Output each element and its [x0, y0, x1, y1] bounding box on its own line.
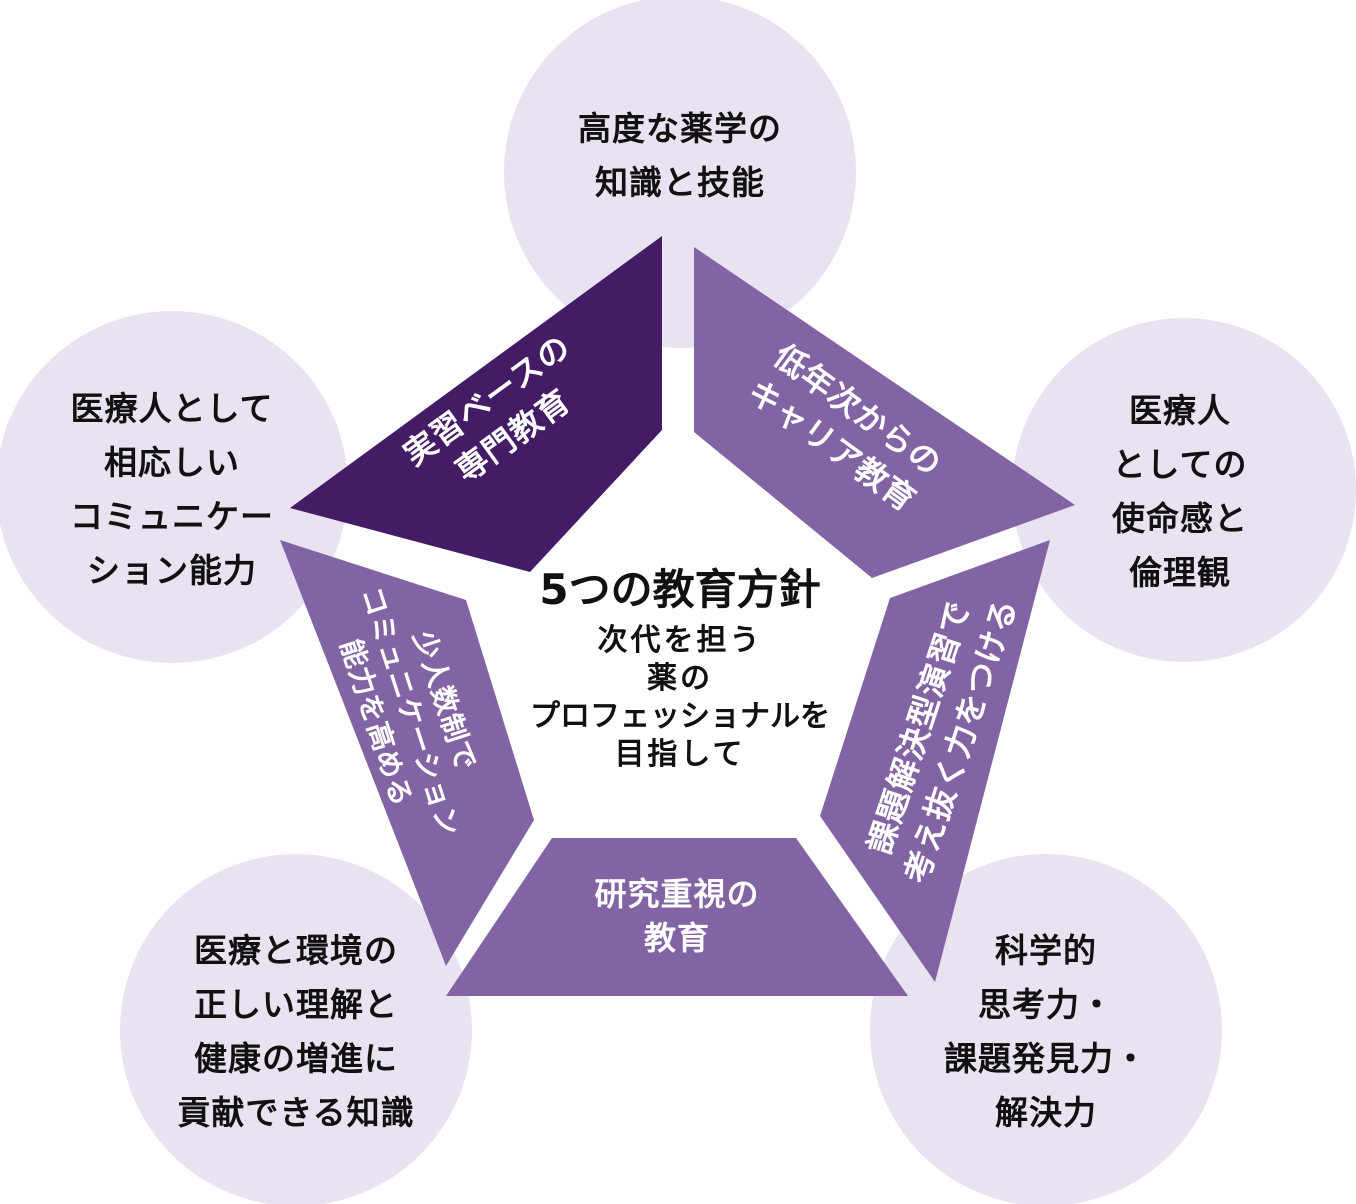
outcome-line: 解決力	[995, 1093, 1097, 1132]
outcome-line: 知識と技能	[595, 163, 765, 202]
outcome-line: としての	[1112, 445, 1248, 484]
diagram-subtitle: 次代を担う 薬の プロフェッショナルを 目指して	[480, 622, 880, 774]
diagram-title: 5つの教育方針	[539, 565, 821, 614]
outcome-line: 貢献できる知識	[177, 1093, 415, 1132]
outcome-line: 医療と環境の	[194, 931, 398, 970]
policy-line: 教育	[643, 919, 710, 957]
outcome-text-mission-ethics: 医療人 としての 使命感と 倫理観	[1030, 384, 1330, 600]
outcome-line: 倫理観	[1129, 553, 1231, 592]
outcome-circle-health-environment	[120, 854, 472, 1204]
policy-text-research: 研究重視の 教育	[527, 872, 827, 960]
outcome-line: 医療人として	[70, 389, 274, 428]
policy-segment-practice	[290, 236, 662, 572]
policy-segment-problem-solving	[820, 540, 1050, 982]
policy-line: 研究重視の	[594, 875, 760, 913]
outcome-line: 正しい理解と	[194, 985, 398, 1024]
outcome-circle-mission-ethics	[1012, 318, 1356, 662]
outcome-text-scientific-thinking: 科学的 思考力・ 課題発見力・ 解決力	[896, 924, 1196, 1140]
outcome-line: 科学的	[995, 931, 1097, 970]
outcome-line: ション能力	[87, 551, 257, 590]
outcome-text-health-environment: 医療と環境の 正しい理解と 健康の増進に 貢献できる知識	[146, 924, 446, 1140]
outcome-line: 課題発見力・	[944, 1039, 1148, 1078]
outcome-line: 高度な薬学の	[578, 109, 782, 148]
outcome-text-knowledge-skills: 高度な薬学の 知識と技能	[530, 102, 830, 210]
subtitle-line: 目指して	[614, 737, 746, 772]
outcome-line: 医療人	[1129, 391, 1231, 430]
policy-segment-research	[446, 838, 908, 996]
outcome-line: 使命感と	[1112, 499, 1248, 538]
outcome-line: 相応しい	[104, 443, 240, 482]
subtitle-line: 次代を担う	[597, 623, 763, 658]
policy-segment-career	[694, 247, 1075, 578]
policy-segment-small-group	[280, 540, 534, 966]
subtitle-line: プロフェッショナルを	[530, 699, 830, 734]
outcome-line: コミュニケー	[70, 497, 274, 536]
outcome-line: 健康の増進に	[194, 1039, 398, 1078]
outcome-circle-knowledge-skills	[504, 0, 856, 348]
outcome-circle-communication	[0, 311, 348, 663]
outcome-text-communication: 医療人として 相応しい コミュニケー ション能力	[22, 382, 322, 598]
outcome-line: 思考力・	[978, 985, 1114, 1024]
subtitle-line: 薬の	[647, 661, 713, 696]
outcome-circle-scientific-thinking	[870, 854, 1222, 1204]
